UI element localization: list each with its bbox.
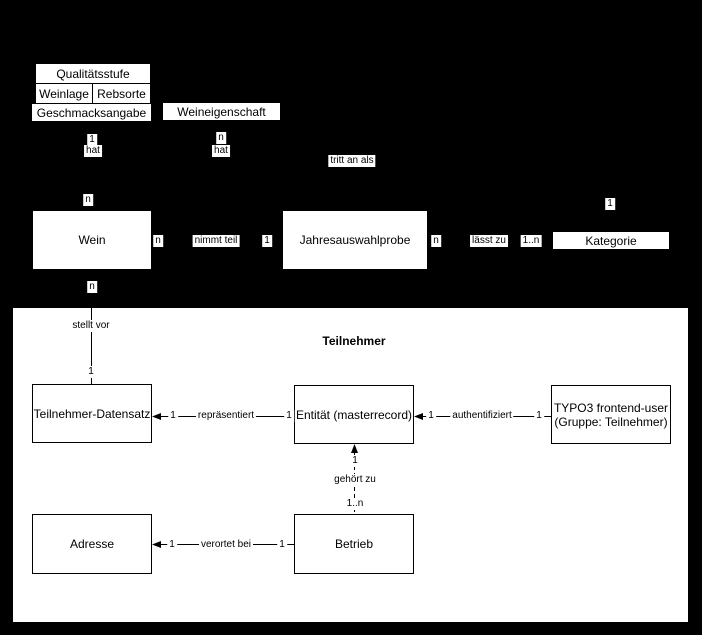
cardinality-repraesentiert-right-1: 1: [284, 410, 294, 422]
cardinality-qualitaet-1: 1: [87, 134, 97, 146]
cardinality-authentifiziert-right-1: 1: [534, 410, 544, 422]
cardinality-authentifiziert-left-1: 1: [426, 410, 436, 422]
entity-wein: Wein: [32, 210, 152, 270]
relation-label-authentifiziert: authentifiziert: [450, 410, 514, 422]
cardinality-wein-right-n: n: [153, 235, 163, 247]
cardinality-stellt-vor-1: 1: [86, 366, 96, 378]
relation-label-tritt-an-als: tritt an als: [328, 155, 376, 167]
relation-label-nimmt-teil: nimmt teil: [192, 235, 240, 247]
typo3-user-line2: (Gruppe: Teilnehmer): [554, 414, 668, 429]
cardinality-verortet-right-1: 1: [277, 539, 287, 551]
entity-typo3-frontend-user: TYPO3 frontend-user (Gruppe: Teilnehmer): [551, 385, 671, 444]
relation-label-verortet-bei: verortet bei: [198, 539, 254, 551]
cardinality-kategorie-1: 1: [605, 198, 615, 210]
cardinality-eigenschaft-n: n: [216, 132, 226, 144]
cardinality-nimmt-teil-1: 1: [262, 235, 272, 247]
entity-geschmacksangabe: Geschmacksangabe: [31, 103, 152, 122]
cardinality-probe-right-n: n: [431, 235, 441, 247]
typo3-user-line1: TYPO3 frontend-user: [553, 400, 669, 415]
entity-kategorie: Kategorie: [552, 231, 670, 250]
entity-teilnehmer-datensatz: Teilnehmer-Datensatz: [32, 384, 152, 443]
cardinality-gehoert-zu-1n: 1..n: [344, 498, 366, 510]
cardinality-verortet-left-1: 1: [167, 539, 177, 551]
entity-entitaet-masterrecord: Entität (masterrecord): [294, 385, 414, 444]
relation-label-stellt-vor: stellt vor: [70, 320, 112, 332]
cardinality-wein-top-n: n: [83, 194, 93, 206]
relation-label-hat-qualitaet: hat: [84, 145, 102, 157]
cardinality-laesst-zu-1n: 1..n: [520, 235, 542, 247]
relation-label-repraesentiert: repräsentiert: [195, 410, 257, 422]
entity-betrieb: Betrieb: [294, 514, 414, 574]
cardinality-repraesentiert-left-1: 1: [168, 410, 178, 422]
entity-weineigenschaft: Weineigenschaft: [162, 102, 281, 121]
entity-adresse: Adresse: [32, 514, 152, 574]
entity-qualitaetsstufe: Qualitätsstufe: [35, 63, 151, 84]
relation-label-gehoert-zu: gehört zu: [332, 474, 378, 486]
cardinality-gehoert-zu-1: 1: [350, 455, 360, 467]
entity-rebsorte: Rebsorte: [92, 83, 151, 104]
cardinality-wein-bottom-n: n: [87, 281, 97, 293]
entity-jahresauswahlprobe: Jahresauswahlprobe: [282, 210, 428, 270]
group-title-teilnehmer: Teilnehmer: [320, 334, 388, 348]
relation-label-hat-eigenschaft: hat: [212, 145, 230, 157]
entity-weinlage: Weinlage: [35, 83, 93, 104]
relation-label-laesst-zu: lässt zu: [470, 235, 508, 247]
